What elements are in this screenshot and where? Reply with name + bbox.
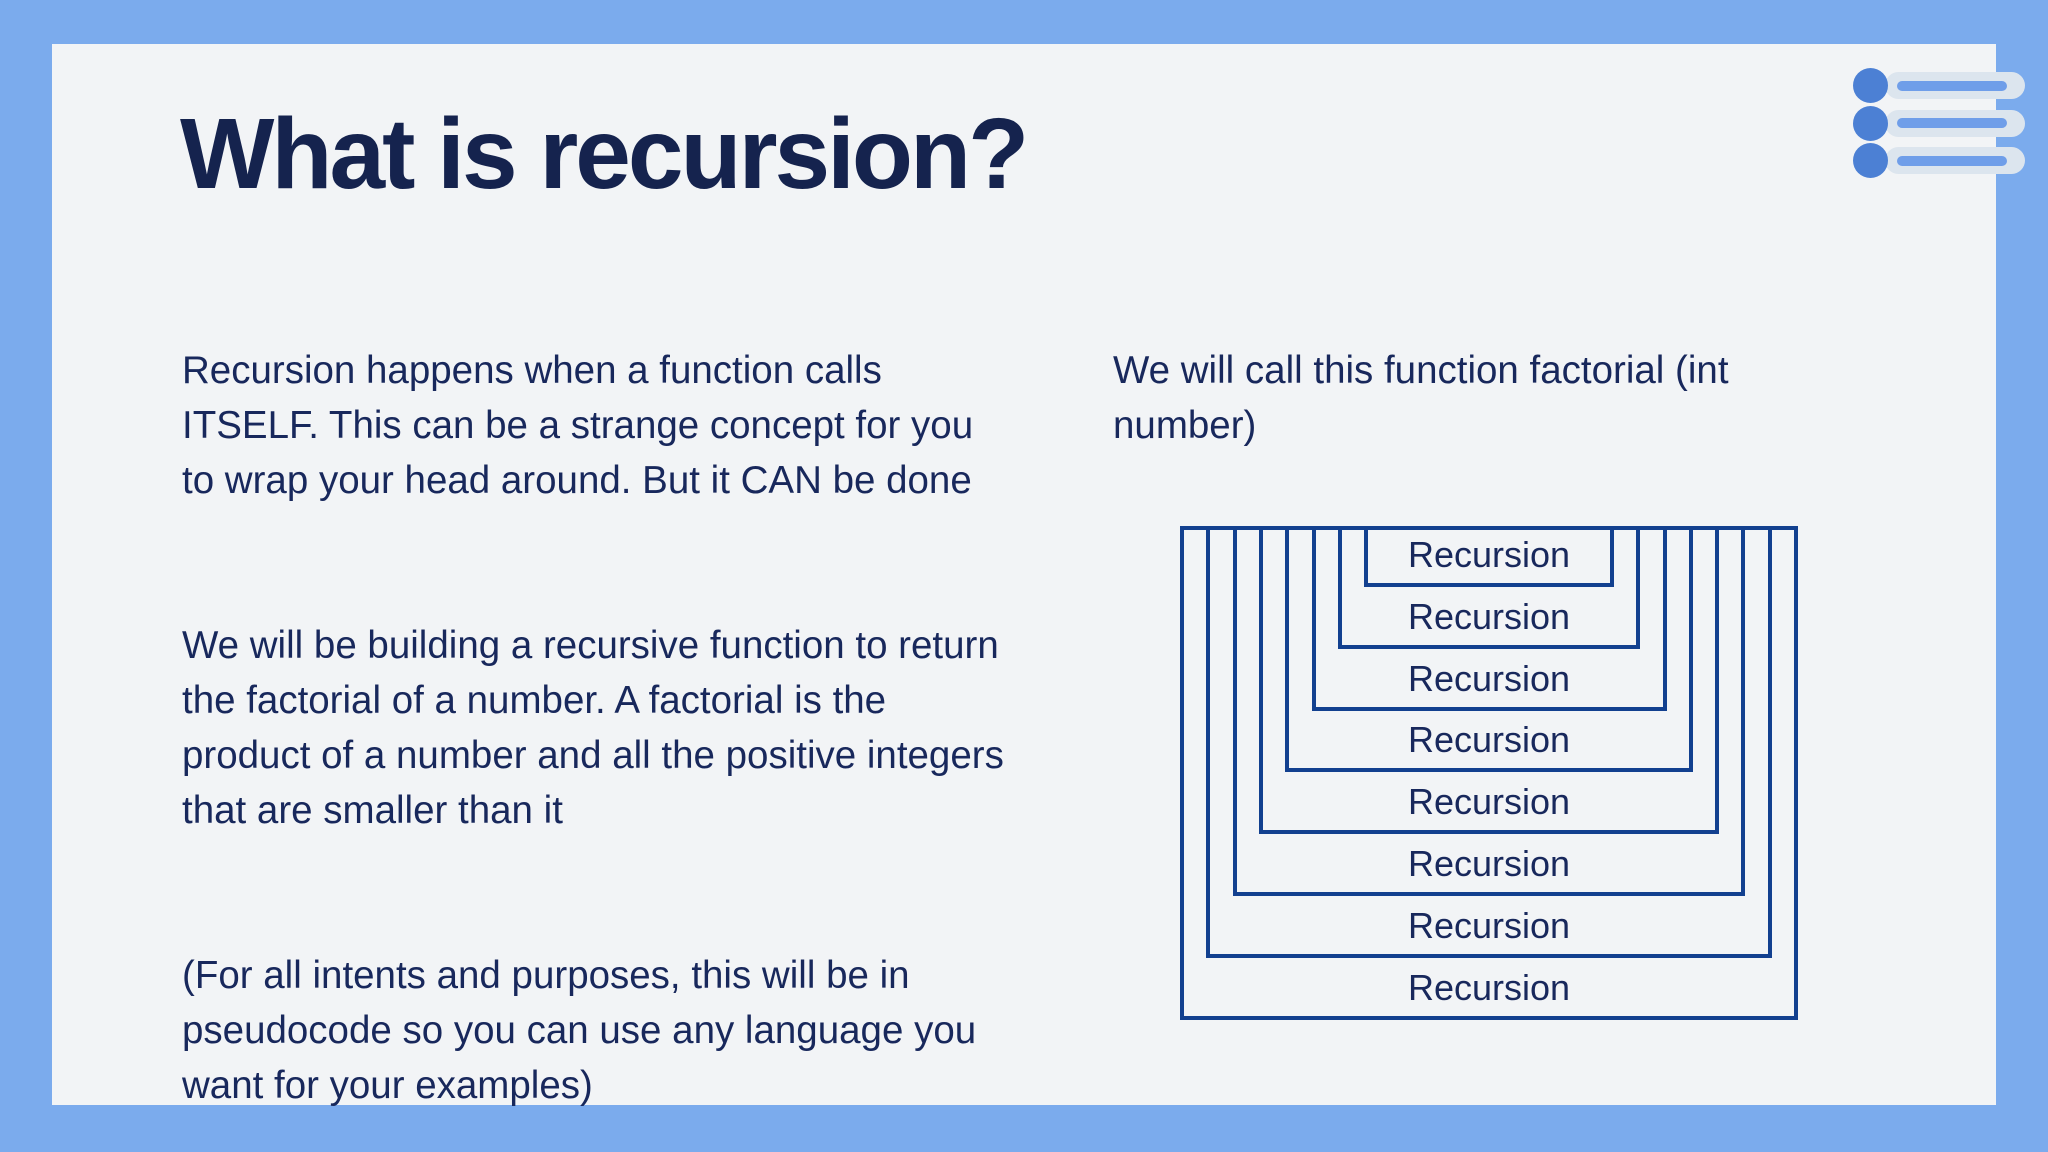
right-text-column: We will call this function factorial (in…	[1113, 288, 1893, 508]
paragraph-pseudocode-note: (For all intents and purposes, this will…	[182, 954, 977, 1107]
recursion-label-2: Recursion	[1407, 595, 1571, 637]
recursion-label-7: Recursion	[1407, 905, 1571, 947]
page-title: What is recursion?	[180, 98, 1029, 210]
paragraph-recursion-intro: Recursion happens when a function calls …	[182, 349, 974, 502]
bulleted-list-icon	[1853, 68, 2025, 179]
recursion-label-4: Recursion	[1407, 719, 1571, 761]
recursion-label-8: Recursion	[1407, 967, 1571, 1008]
list-line-bar	[1897, 118, 2007, 128]
list-line-bar	[1897, 155, 2007, 166]
list-line-bar	[1897, 80, 2007, 91]
list-bullet-dot	[1853, 68, 1888, 103]
list-bullet-dot	[1853, 105, 1888, 141]
recursion-label-5: Recursion	[1407, 781, 1571, 823]
paragraph-factorial-explanation: We will be building a recursive function…	[182, 624, 1004, 832]
recursion-label-1: Recursion	[1407, 533, 1571, 575]
recursion-box-level-8	[1180, 526, 1798, 1020]
list-bullet-dot	[1853, 143, 1888, 178]
paragraph-function-name: We will call this function factorial (in…	[1113, 349, 1729, 447]
list-icon-row-1	[1853, 68, 2025, 103]
recursion-label-3: Recursion	[1407, 657, 1571, 699]
list-icon-row-2	[1853, 105, 2025, 141]
left-text-column: Recursion happens when a function calls …	[182, 288, 1082, 1152]
recursion-label-6: Recursion	[1407, 843, 1571, 885]
slide-panel	[52, 44, 1996, 1105]
list-icon-row-3	[1853, 143, 2025, 178]
